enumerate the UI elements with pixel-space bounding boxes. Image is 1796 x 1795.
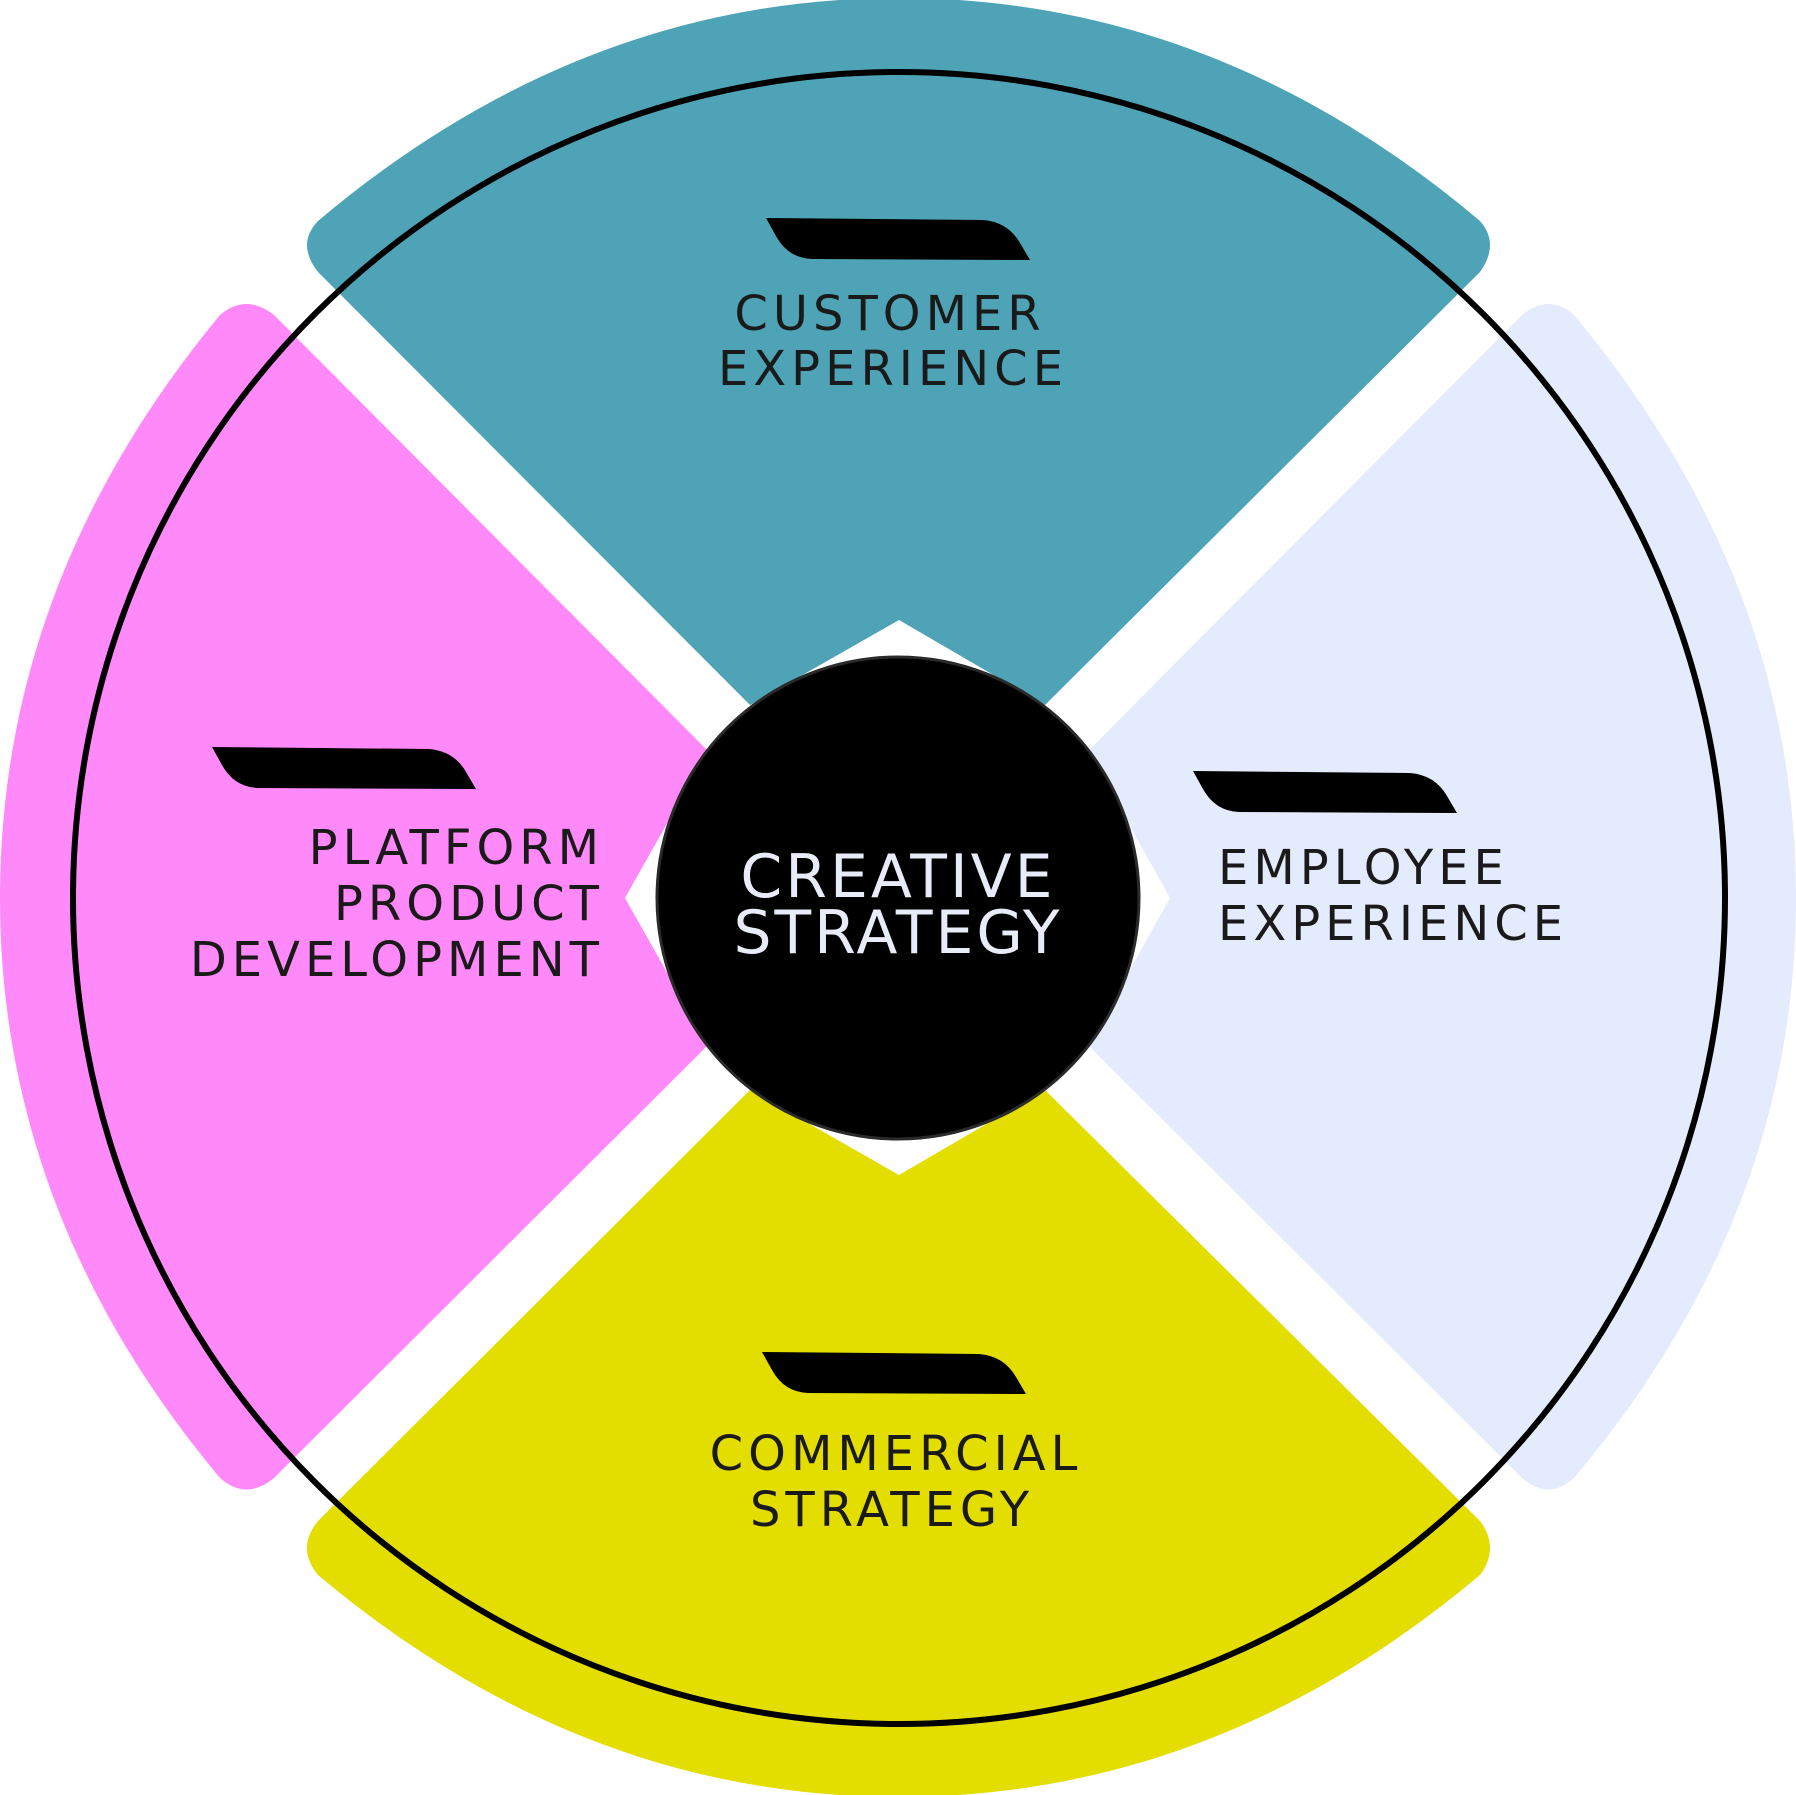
- employee-label-line2: EXPERIENCE: [1218, 896, 1568, 952]
- employee-label-line1: EMPLOYEE: [1218, 840, 1509, 896]
- commercial-label-line2: STRATEGY: [750, 1482, 1034, 1538]
- customer-tab: [766, 218, 1030, 260]
- platform-product-development-segment: [0, 304, 708, 1490]
- commercial-label-line1: COMMERCIAL: [710, 1426, 1083, 1482]
- platform-label-line3: DEVELOPMENT: [190, 932, 604, 988]
- commercial-tab: [762, 1352, 1026, 1394]
- employee-experience-segment: [1088, 304, 1796, 1490]
- commercial-strategy-segment: [307, 1090, 1490, 1795]
- platform-label-line2: PRODUCT: [334, 876, 604, 932]
- customer-label-line2: EXPERIENCE: [718, 341, 1068, 397]
- customer-experience-segment: [307, 0, 1490, 705]
- center-circle: [655, 655, 1141, 1141]
- platform-tab: [212, 747, 476, 789]
- outer-ring: [70, 69, 1728, 1727]
- platform-label-line1: PLATFORM: [309, 820, 604, 876]
- employee-tab: [1193, 771, 1457, 813]
- center-title-line2: STRATEGY: [733, 898, 1062, 968]
- center-title-line1: CREATIVE: [740, 842, 1055, 912]
- customer-label-line1: CUSTOMER: [734, 286, 1045, 342]
